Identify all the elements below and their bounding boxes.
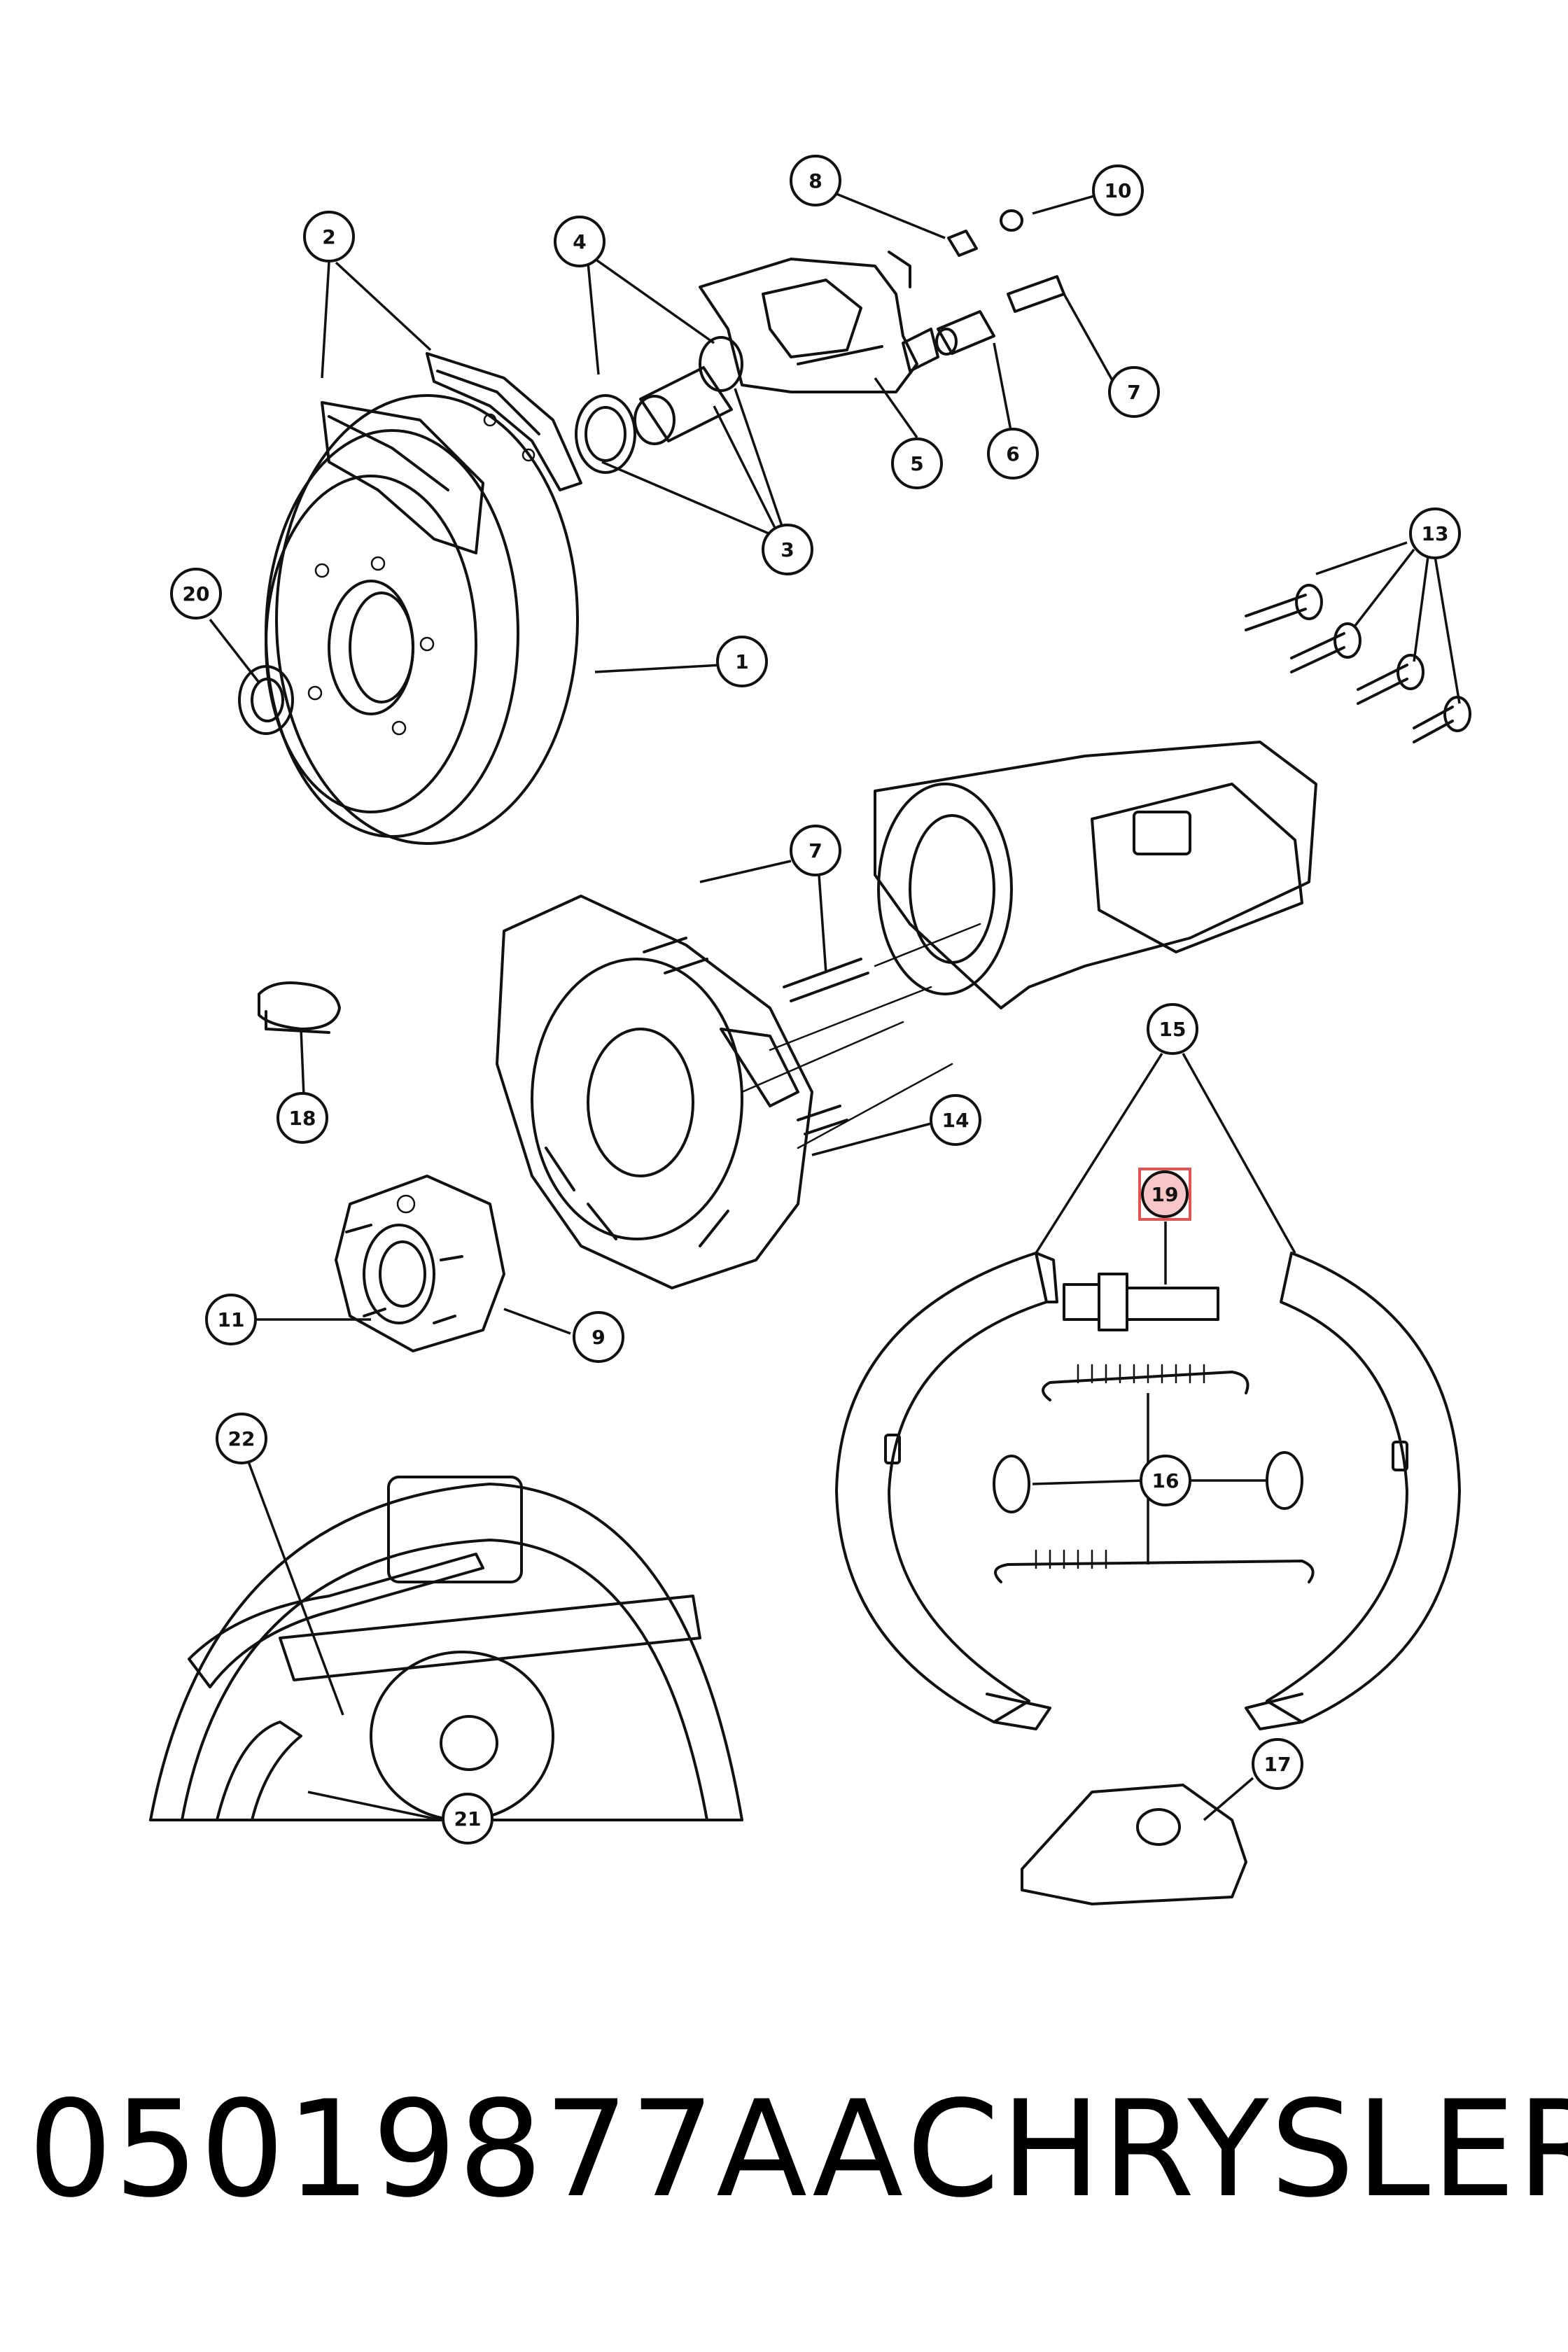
- callout-19-highlighted: 19: [1138, 1168, 1191, 1221]
- callout-3: 3: [762, 524, 813, 575]
- parking-brake-shoes: [835, 1252, 1461, 1730]
- callout-8: 8: [790, 155, 841, 206]
- callout-7b-label: 7: [808, 839, 822, 862]
- callout-18: 18: [276, 1092, 328, 1144]
- callout-14: 14: [930, 1094, 981, 1146]
- caliper-assembly: [575, 251, 939, 474]
- callout-7a-label: 7: [1127, 381, 1140, 404]
- callout-5-label: 5: [910, 452, 923, 475]
- mounting-bolts: [1245, 584, 1471, 743]
- callout-6-label: 6: [1006, 442, 1019, 465]
- callout-9-label: 9: [592, 1326, 605, 1349]
- dust-cap: [238, 665, 294, 735]
- callout-22-label: 22: [228, 1427, 255, 1450]
- adjuster-screw: [1063, 1273, 1219, 1331]
- callout-4: 4: [554, 216, 606, 267]
- callout-1: 1: [716, 636, 768, 687]
- springs: [993, 1364, 1315, 1583]
- callout-21: 21: [442, 1793, 493, 1844]
- callout-10: 10: [1092, 164, 1144, 216]
- callout-3-label: 3: [780, 538, 794, 561]
- callout-9: 9: [573, 1311, 624, 1363]
- callout-7-caliper: 7: [1108, 366, 1160, 418]
- hub-bearing: [335, 1175, 505, 1352]
- brake-pads: [321, 352, 582, 554]
- callout-4-label: 4: [573, 230, 586, 253]
- callout-11: 11: [205, 1294, 257, 1345]
- callout-21-label: 21: [454, 1807, 482, 1830]
- highlight-box: [1138, 1168, 1191, 1221]
- callout-20: 20: [170, 568, 222, 620]
- callout-18-label: 18: [289, 1107, 316, 1130]
- mounting-bracket: [1021, 1784, 1247, 1905]
- callout-5: 5: [891, 438, 943, 489]
- brand-name: CHRYSLER: [906, 2072, 1568, 2227]
- callout-14-label: 14: [942, 1109, 969, 1132]
- callout-17-label: 17: [1264, 1753, 1292, 1776]
- callout-11-label: 11: [218, 1308, 245, 1331]
- sensor-detail-view: [149, 1476, 743, 1821]
- axle-housing: [741, 741, 1317, 1149]
- callout-20-label: 20: [183, 582, 210, 606]
- callout-19-label: 19: [1152, 1183, 1179, 1206]
- callout-13: 13: [1409, 507, 1461, 559]
- callout-10-label: 10: [1105, 179, 1132, 202]
- rubber-plug: [258, 981, 341, 1034]
- callout-13-label: 13: [1422, 522, 1449, 545]
- backing-plate: [496, 895, 869, 1289]
- callout-17: 17: [1252, 1738, 1303, 1790]
- part-number: 05019877AA: [28, 2072, 905, 2227]
- callout-6: 6: [987, 428, 1039, 479]
- callout-7-backing: 7: [790, 825, 841, 876]
- callout-8-label: 8: [808, 169, 822, 192]
- brake-rotor: [265, 394, 579, 845]
- callout-15: 15: [1147, 1003, 1198, 1055]
- callout-22: 22: [216, 1413, 267, 1464]
- callout-16-label: 16: [1152, 1469, 1180, 1492]
- caliper-pins: [935, 209, 1065, 356]
- callout-16: 16: [1140, 1455, 1191, 1506]
- footer: 05019877AA CHRYSLER: [0, 2072, 1568, 2254]
- callout-2: 2: [303, 211, 355, 262]
- callout-1-label: 1: [735, 650, 748, 673]
- callout-2-label: 2: [322, 225, 335, 248]
- callout-15-label: 15: [1159, 1018, 1186, 1041]
